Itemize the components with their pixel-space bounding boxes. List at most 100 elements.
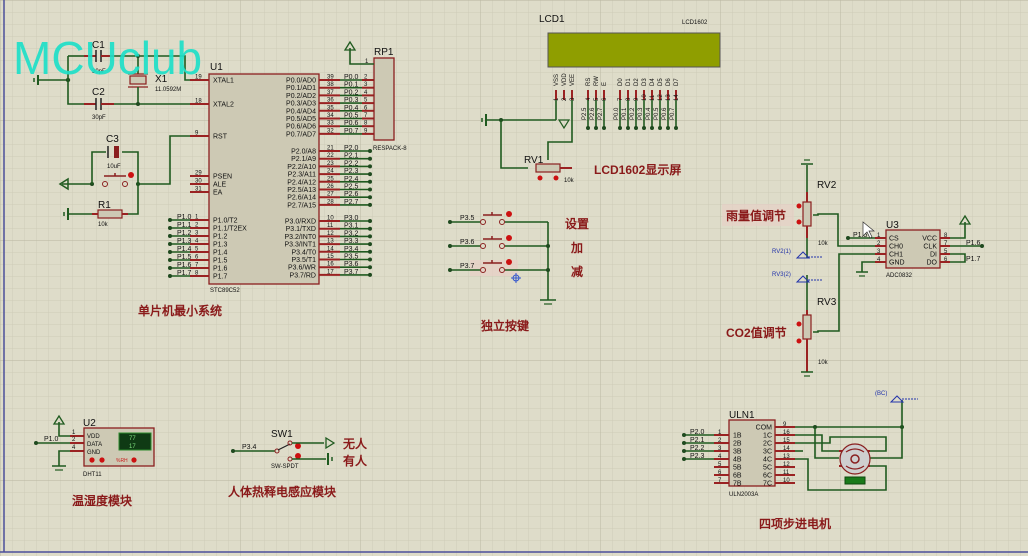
net-label: P3.6 (460, 239, 475, 246)
lcd-pin-num: 4 (586, 97, 592, 101)
mcu-pin-num: 15 (327, 254, 334, 260)
net-label: P0.6 (662, 107, 668, 120)
mcu-pin-num: 2 (195, 223, 199, 229)
svg-text:1: 1 (877, 233, 881, 239)
net-label: P3.7 (344, 269, 359, 276)
net-label: P1.0 (177, 214, 192, 221)
net-dot (368, 179, 372, 184)
lcd-contrast-circuit (481, 100, 573, 181)
net-label: P0.6 (344, 120, 359, 127)
mcu-pin-name: P0.7/AD7 (286, 131, 316, 138)
mcu-pin-name: P1.1/T2EX (213, 226, 247, 233)
adc-chip[interactable] (885, 229, 941, 269)
button-P3.6[interactable]: P3.6 (448, 235, 548, 249)
button-P3.7[interactable]: P3.7 (448, 259, 548, 276)
rv2-probe[interactable]: RV2(1) (772, 249, 791, 255)
mcu-pin-num: 22 (327, 153, 334, 159)
mcu-pin-name: P3.4/T0 (291, 249, 316, 256)
svg-text:5C: 5C (763, 465, 772, 472)
net-dot (168, 234, 172, 238)
rp1-respack[interactable] (373, 57, 395, 141)
button-P3.5[interactable]: P3.5 (448, 211, 548, 225)
lcd-pin-name: D2 (634, 78, 640, 86)
net-label: P0.5 (654, 107, 660, 120)
annotation-pir: 人体热释电感应模块 (228, 484, 337, 499)
net-label: P1.5 (853, 232, 868, 239)
net-dot (368, 272, 372, 277)
net-label: P3.5 (460, 215, 475, 222)
net-label: P1.6 (177, 262, 192, 269)
net-dot (368, 242, 372, 247)
mcu-pin-num: 35 (327, 105, 334, 111)
rv2-ref: RV2 (817, 180, 837, 191)
svg-text:15: 15 (783, 438, 790, 444)
adc-part: ADC0832 (886, 273, 913, 279)
net-label: P0.3 (344, 97, 359, 104)
mcu-pin-num: 5 (195, 247, 199, 253)
svg-text:DI: DI (930, 252, 937, 259)
mcu-pin-name: P3.5/T1 (291, 257, 316, 264)
mcu-pin-name: P2.4/A12 (287, 179, 316, 186)
rv3-probe[interactable]: RV3(2) (772, 272, 791, 278)
motor-probe[interactable]: (BC) (875, 391, 887, 397)
mcu-pin-num: 17 (327, 269, 334, 275)
net-dot (586, 126, 590, 130)
net-label: P0.0 (344, 74, 359, 81)
svg-text:3: 3 (718, 446, 722, 452)
rv1-value: 10k (564, 178, 575, 184)
mcu-pin-name: P0.0/AD0 (286, 78, 316, 85)
svg-text:2B: 2B (733, 441, 742, 448)
dht-temp-up-button[interactable] (99, 457, 105, 463)
svg-text:3B: 3B (733, 449, 742, 456)
net-dot (368, 202, 372, 207)
rp-pin-num: 6 (364, 105, 368, 111)
dht-rh-button[interactable] (131, 457, 137, 463)
net-label: P2.7 (598, 107, 604, 120)
mcu-pin-name: RST (213, 134, 228, 141)
net-label: P1.1 (177, 222, 192, 229)
svg-text:6C: 6C (763, 473, 772, 480)
lcd-pin-name: D0 (618, 78, 624, 86)
annotation-somebody: 有人 (343, 453, 368, 468)
uln-part: ULN2003A (729, 492, 758, 498)
annotation-lcd: LCD1602显示屏 (594, 163, 681, 177)
net-label: P1.6 (966, 240, 981, 247)
dht-display-bottom: 17 (129, 444, 136, 450)
net-dot (626, 126, 630, 130)
net-label: P2.7 (344, 199, 359, 206)
svg-text:4C: 4C (763, 457, 772, 464)
lcd-screen[interactable] (547, 32, 721, 68)
c1-ref: C1 (92, 40, 105, 51)
mcu-pin-num: 32 (327, 128, 334, 134)
mcu-pin-num: 7 (195, 263, 199, 269)
net-label: P2.1 (690, 437, 705, 444)
mcu-pin-name: P0.5/AD5 (286, 116, 316, 123)
rv2-pot (802, 201, 812, 227)
mcu-pin-num: 23 (327, 161, 334, 167)
net-dot (168, 226, 172, 230)
svg-text:7: 7 (718, 478, 722, 484)
dht-pin1-num: 1 (72, 430, 76, 436)
svg-text:1: 1 (718, 430, 722, 436)
net-label: P3.3 (344, 238, 359, 245)
net-dot (368, 234, 372, 239)
svg-text:CH0: CH0 (889, 244, 903, 251)
svg-text:10: 10 (783, 478, 790, 484)
uln2003-chip[interactable] (728, 419, 776, 487)
net-dot (368, 249, 372, 254)
mcu-pin-name: P2.5/A13 (287, 187, 316, 194)
net-label: P0.2 (630, 107, 636, 120)
mcu-pin-num: 26 (327, 184, 334, 190)
lcd-pin-num: 10 (642, 94, 648, 101)
net-dot (368, 172, 372, 177)
dht-temp-down-button[interactable] (89, 457, 95, 463)
c2-value: 30pF (92, 115, 106, 121)
rain-label-highlight (722, 204, 794, 226)
rp-pin-num: 5 (364, 98, 368, 104)
svg-text:5B: 5B (733, 465, 742, 472)
lcd-pin-name: D1 (626, 78, 632, 86)
net-dot (368, 257, 372, 262)
mcu-chip[interactable] (208, 73, 320, 285)
mcu-pin-num: 25 (327, 176, 334, 182)
